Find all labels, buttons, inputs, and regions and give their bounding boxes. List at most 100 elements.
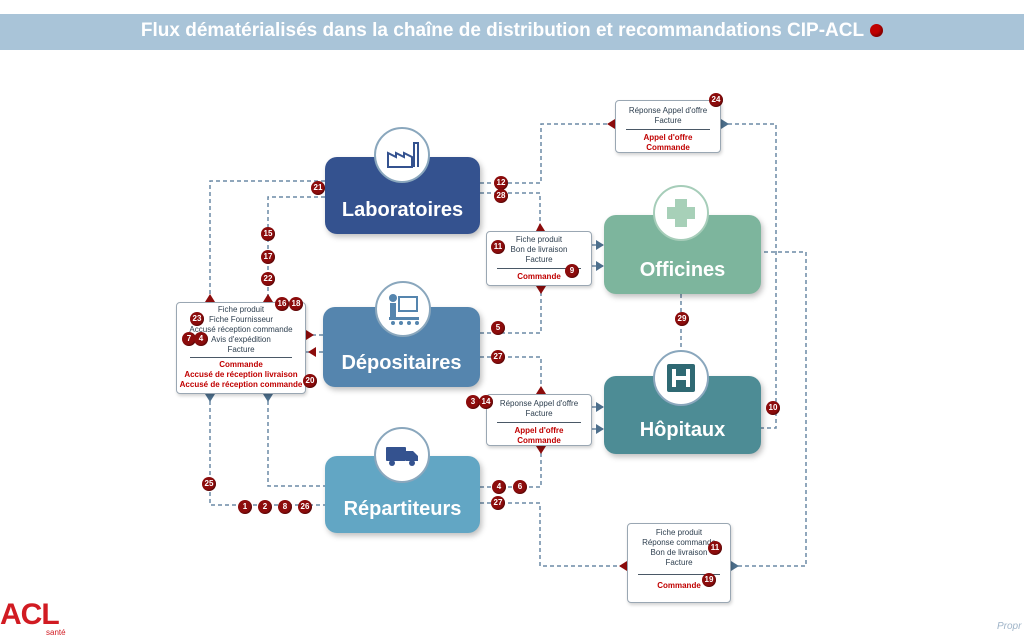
connector-left-rep-outer [209,394,325,506]
connector-lab-offdoc [480,192,541,231]
doc-line: Facture [654,116,682,125]
step-badge: 27 [491,496,505,510]
arrowhead [308,347,316,357]
step-badge: 28 [494,189,508,203]
connector-rep-hopdoc [480,446,542,488]
doc-line: Accusé de réception livraison [184,370,298,379]
step-badge: 12 [494,176,508,190]
step-badge: 18 [289,297,303,311]
arrowhead [596,402,604,412]
doc-line: Commande [646,143,690,152]
step-badge: 17 [261,250,275,264]
node-officines-label: Officines [639,259,726,281]
step-badge: 23 [190,312,204,326]
node-hopitaux-label: Hôpitaux [639,419,726,441]
acl-logo: ACL [0,598,60,631]
doc-line: Commande [219,360,263,369]
connector-lab-left-outer [209,180,325,302]
doc-separator [638,574,720,575]
doc-left: Fiche produit Fiche Fournisseur Accusé r… [176,302,306,394]
step-badge: 4 [194,332,208,346]
arrowhead [205,394,215,402]
node-depositaires-label: Dépositaires [341,352,462,374]
step-badge: 26 [298,500,312,514]
arrowhead [596,240,604,250]
arrowhead [205,294,215,302]
step-badge: 5 [491,321,505,335]
acl-logo-sub: santé [46,628,66,637]
delivery-truck-icon [374,427,430,483]
doc-line: Facture [227,345,255,354]
arrowhead [536,286,546,294]
arrowhead [263,294,273,302]
connector-lab-left-inner [267,196,325,302]
step-badge: 22 [261,272,275,286]
doc-line: Bon de livraison [510,245,568,254]
arrowhead [619,561,627,571]
arrowhead [536,386,546,394]
page-title: Flux dématérialisés dans la chaîne de di… [0,20,1024,42]
connector-depo-offdoc [480,286,542,334]
doc-line: Fiche produit [515,235,563,244]
step-badge: 4 [492,480,506,494]
step-badge: 14 [479,395,493,409]
corner-text: Propr [997,621,1022,632]
step-badge: 15 [261,227,275,241]
step-badge: 2 [258,500,272,514]
connector-depo-hopdoc [480,356,542,394]
step-badge: 11 [491,240,505,254]
doc-line: Commande [517,436,561,445]
arrowhead [731,561,739,571]
doc-line: Commande [517,272,561,281]
doc-line: Bon de livraison [650,548,708,557]
node-laboratoires[interactable]: Laboratoires [325,157,480,234]
title-label: Flux dématérialisés dans la chaîne de di… [140,20,865,41]
doc-line: Réponse commande [642,538,716,547]
step-badge: 11 [708,541,722,555]
arrowhead [607,119,615,129]
doc-line: Facture [665,558,693,567]
arrowhead [721,119,729,129]
hospital-h-icon [653,350,709,406]
cross-icon [653,185,709,241]
step-badge: 19 [702,573,716,587]
doc-separator [497,422,581,423]
doc-bottom: Fiche produit Réponse commande Bon de li… [627,523,731,603]
doc-line: Réponse Appel d'offre [499,399,579,408]
doc-line: Facture [525,255,553,264]
arrowhead [596,424,604,434]
step-badge: 24 [709,93,723,107]
doc-line: Fiche produit [217,305,265,314]
connector-rep-bottomdoc [480,502,627,567]
step-badge: 25 [202,477,216,491]
step-badge: 29 [675,312,689,326]
doc-officines: Fiche produit Bon de livraison Facture C… [486,231,592,286]
step-badge: 21 [311,181,325,195]
step-badge: 16 [275,297,289,311]
connector-lab-topdoc [480,123,615,184]
doc-separator [189,357,293,358]
doc-line: Commande [657,581,701,590]
doc-line: Accusé de réception commande [179,380,303,389]
warehouse-worker-icon [375,281,431,337]
connector-bottomdoc-right [731,251,807,567]
step-badge: 8 [278,500,292,514]
arrowhead [263,394,273,402]
step-badge: 3 [466,395,480,409]
doc-line: Avis d'expédition [211,335,271,344]
red-dot-icon [870,24,884,37]
doc-line: Accusé réception commande [189,325,293,334]
doc-separator [626,129,710,130]
doc-line: Facture [525,409,553,418]
step-badge: 1 [238,500,252,514]
step-badge: 10 [766,401,780,415]
step-badge: 9 [565,264,579,278]
step-badge: 6 [513,480,527,494]
doc-line: Réponse Appel d'offre [628,106,708,115]
arrowhead [536,446,546,454]
doc-hopitaux: Réponse Appel d'offre Facture Appel d'of… [486,394,592,446]
factory-icon [374,127,430,183]
node-repartiteurs-label: Répartiteurs [343,498,462,520]
arrowhead [536,223,545,231]
